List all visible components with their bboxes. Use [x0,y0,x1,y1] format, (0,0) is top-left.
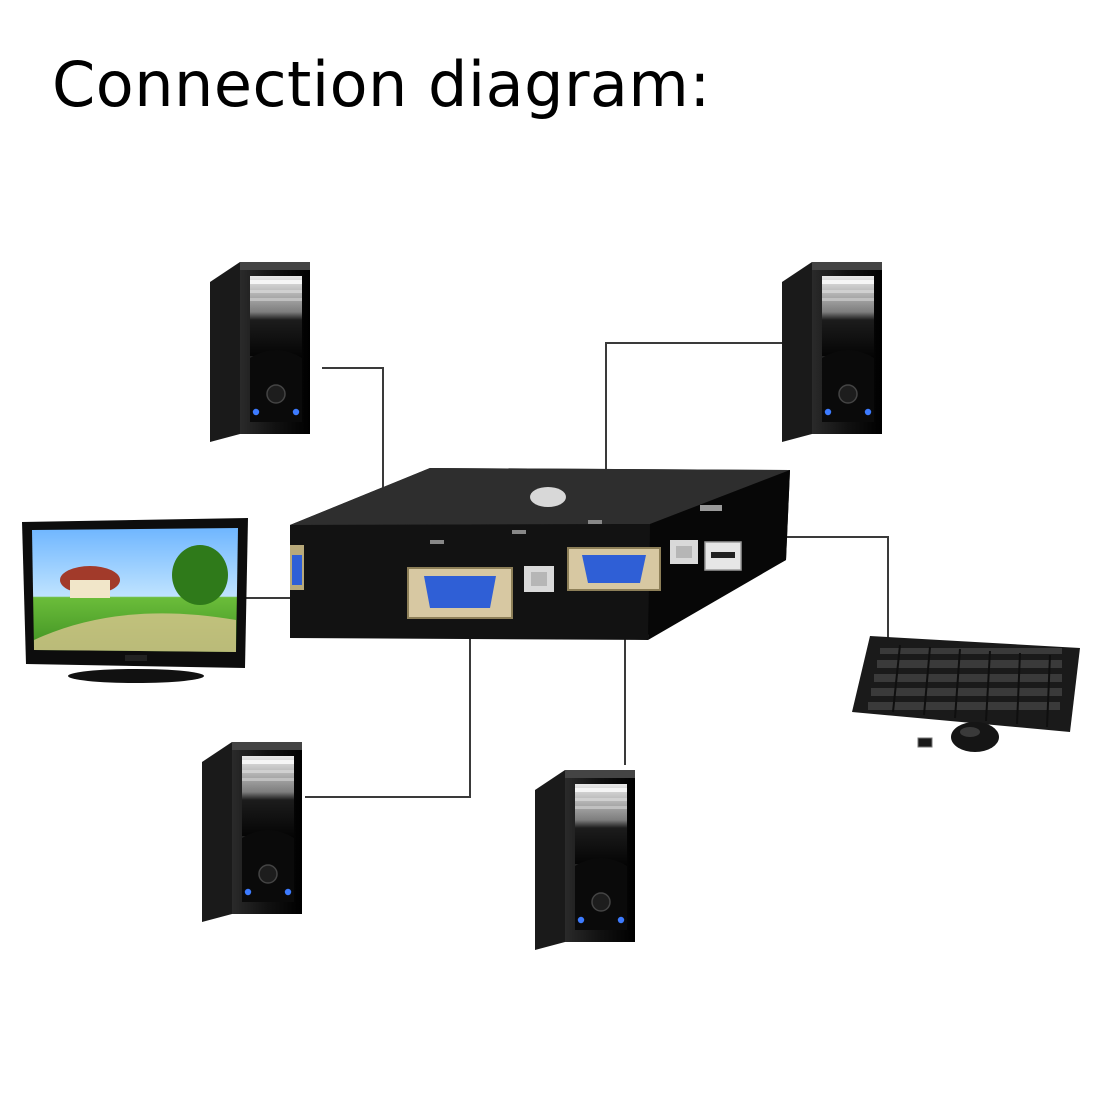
kvm-switch-icon [290,468,790,640]
connection-wires [245,342,889,798]
computer-tower-icon [201,741,303,923]
wire-keyboard [780,536,889,640]
computer-tower-icon [534,769,636,951]
diagram-title: Connection diagram: [52,48,711,121]
computer-tower-icon [781,261,883,443]
wire-bottom-left-computer [305,618,471,798]
keyboard-mouse-icon [852,636,1080,752]
wire-top-right-computer [605,342,787,480]
computer-tower-icon [209,261,311,443]
wire-top-left-computer [322,367,384,510]
monitor-icon [22,518,248,683]
